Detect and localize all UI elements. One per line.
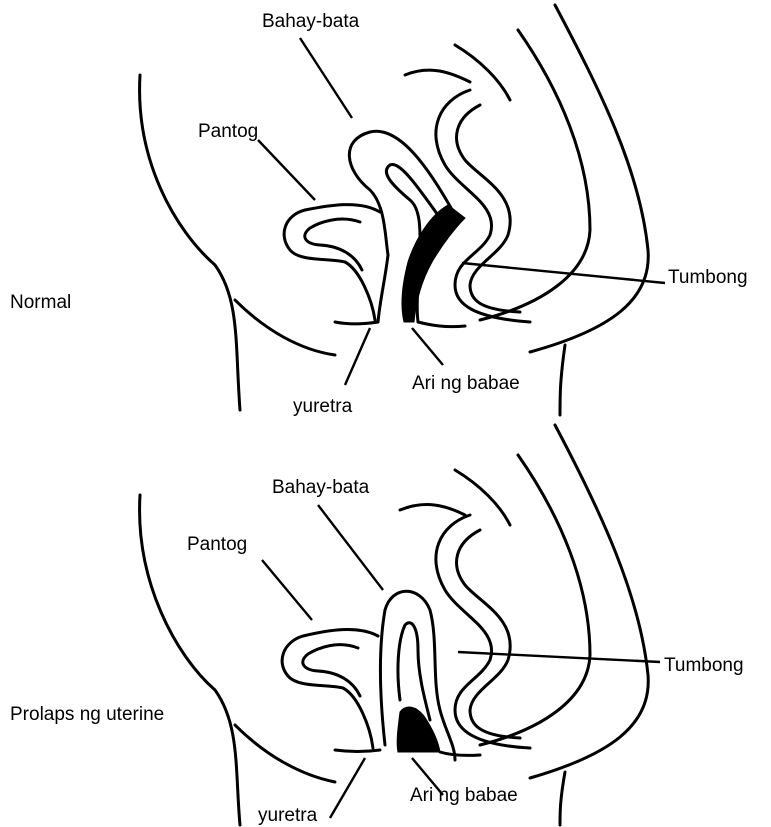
prolapse-uterus-inner — [398, 623, 430, 720]
normal-vagina-fill — [402, 205, 465, 322]
prolapse-condition-label: Prolaps ng uterine — [10, 705, 164, 724]
prolapse-label-bladder: Pantog — [187, 535, 247, 554]
prolapse-sacrum-outer — [530, 425, 648, 778]
prolapse-leader-uterus — [318, 505, 383, 590]
normal-anatomy-outlines — [140, 5, 649, 415]
normal-leader-urethra — [345, 328, 370, 385]
prolapse-label-uterus: Bahay-bata — [272, 478, 369, 497]
normal-label-uterus: Bahay-bata — [262, 12, 359, 31]
prolapse-rectum-outer — [436, 515, 530, 748]
prolapse-label-vagina: Ari ng babae — [410, 786, 518, 805]
normal-peritoneum — [405, 45, 510, 100]
normal-bladder-outer — [284, 205, 380, 320]
prolapse-bladder-inner — [303, 645, 360, 696]
normal-bladder-inner — [305, 219, 362, 270]
prolapse-sacrum-inner — [480, 455, 590, 745]
prolapse-leader-urethra — [330, 758, 365, 818]
normal-label-rectum: Tumbong — [668, 268, 748, 287]
normal-condition-label: Normal — [10, 293, 71, 312]
prolapse-leader-bladder — [262, 560, 312, 620]
prolapse-skin-fold — [235, 725, 335, 782]
prolapse-rectum-inner — [457, 530, 520, 738]
normal-leader-vagina — [412, 328, 443, 365]
prolapse-label-rectum: Tumbong — [664, 656, 744, 675]
prolapse-buttock-line — [560, 772, 565, 825]
normal-perineum — [335, 322, 465, 327]
normal-label-bladder: Pantog — [198, 122, 258, 141]
normal-leader-uterus — [300, 38, 352, 118]
normal-sacrum-inner — [480, 30, 590, 320]
normal-label-urethra: yuretra — [293, 397, 352, 416]
normal-leader-bladder — [258, 140, 315, 200]
normal-vaginal-wall-front — [378, 255, 388, 322]
normal-buttock-line — [560, 345, 565, 415]
prolapse-bladder-outer — [282, 629, 378, 748]
prolapse-label-urethra: yuretra — [258, 806, 317, 825]
normal-label-vagina: Ari ng babae — [412, 374, 520, 393]
normal-rectum-inner — [457, 105, 520, 312]
normal-skin-fold — [235, 300, 335, 355]
prolapse-peritoneum — [400, 470, 510, 525]
prolapse-vagina-fill — [397, 707, 440, 752]
prolapse-anatomy-outlines — [140, 425, 649, 825]
normal-sacrum-outer — [530, 5, 648, 352]
